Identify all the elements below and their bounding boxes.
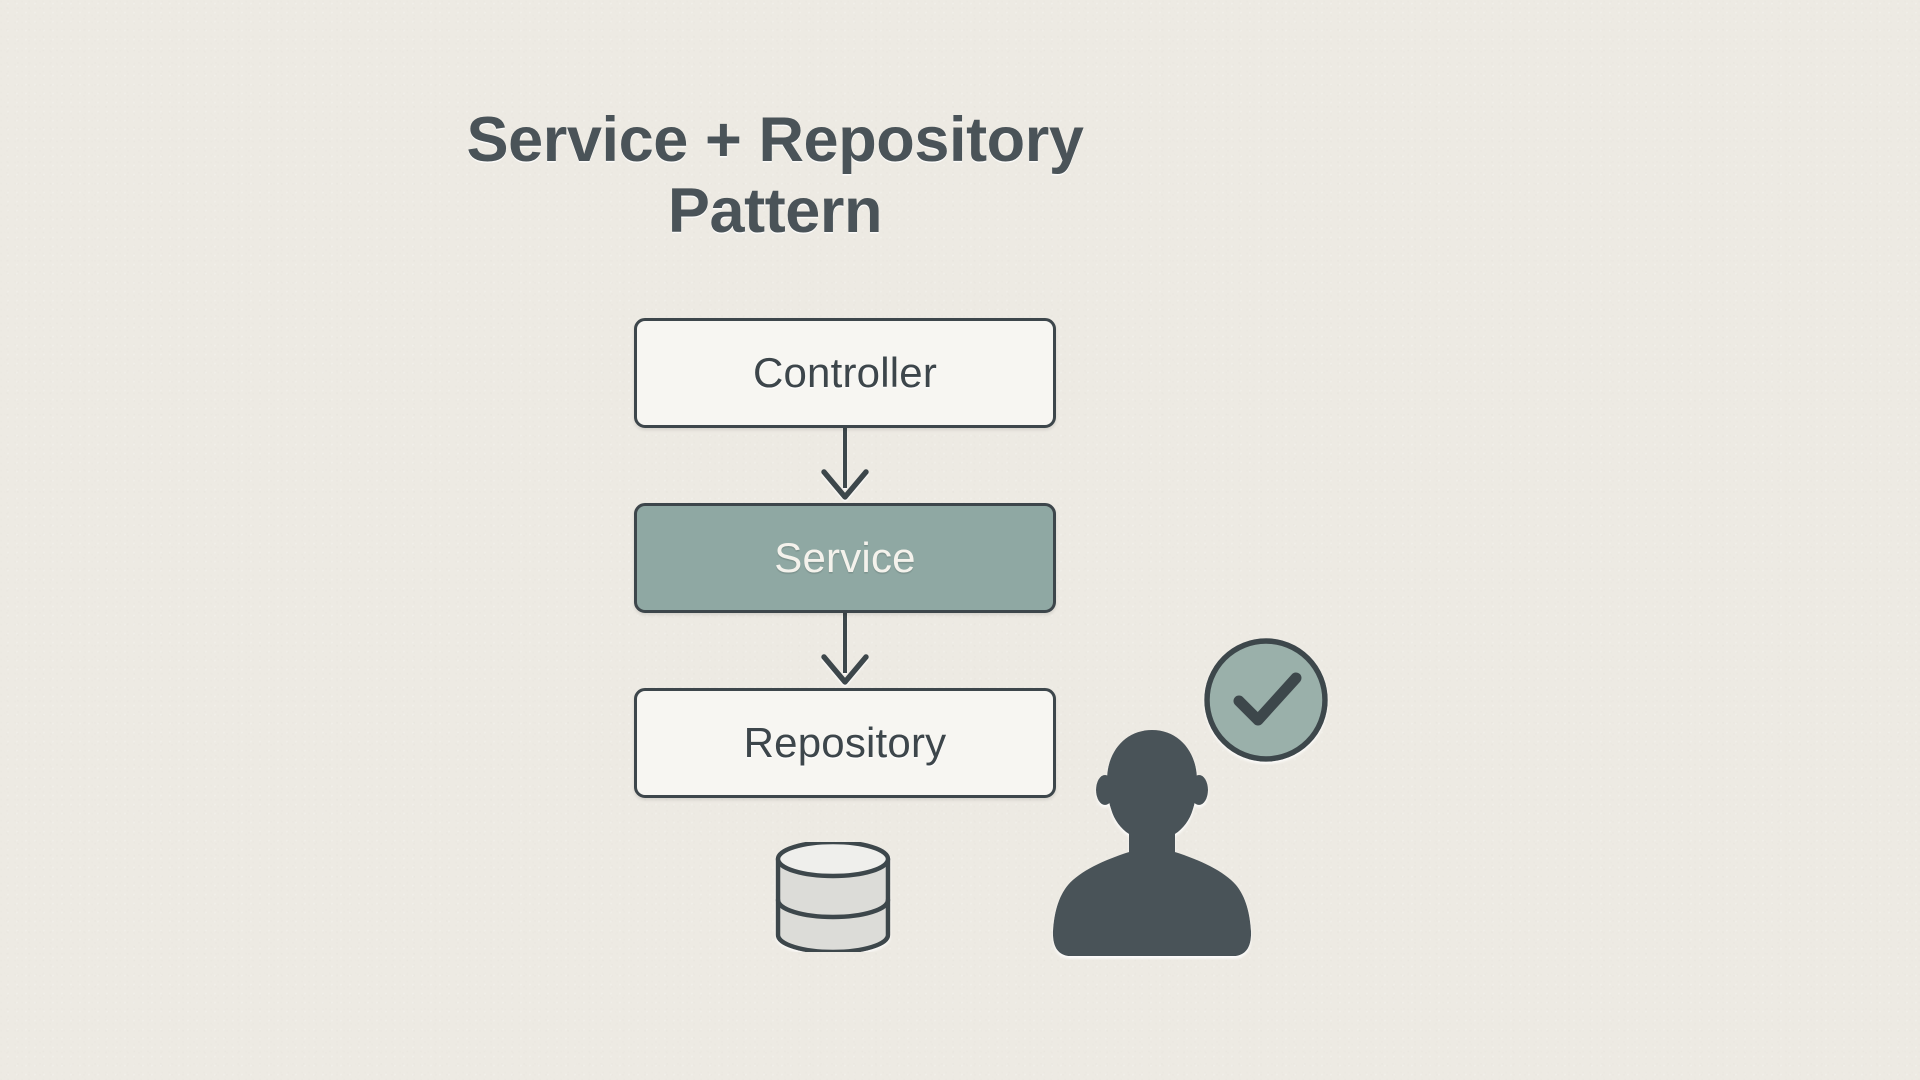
- page-title: Service + Repository Pattern: [466, 105, 1084, 246]
- flow-node-service-label: Service: [774, 534, 916, 581]
- flow-node-service[interactable]: Service: [634, 503, 1056, 613]
- flow-node-repository[interactable]: Repository: [634, 688, 1056, 798]
- person-silhouette-icon: [1052, 730, 1252, 956]
- database-cylinder-icon: [775, 842, 891, 952]
- check-circle-icon: [1204, 638, 1328, 762]
- flow-node-repository-label: Repository: [743, 719, 947, 766]
- edge-service-to-repository: [821, 613, 869, 685]
- flow-node-controller-label: Controller: [752, 349, 938, 396]
- edge-controller-to-service: [821, 428, 869, 500]
- flow-node-controller[interactable]: Controller: [634, 318, 1056, 428]
